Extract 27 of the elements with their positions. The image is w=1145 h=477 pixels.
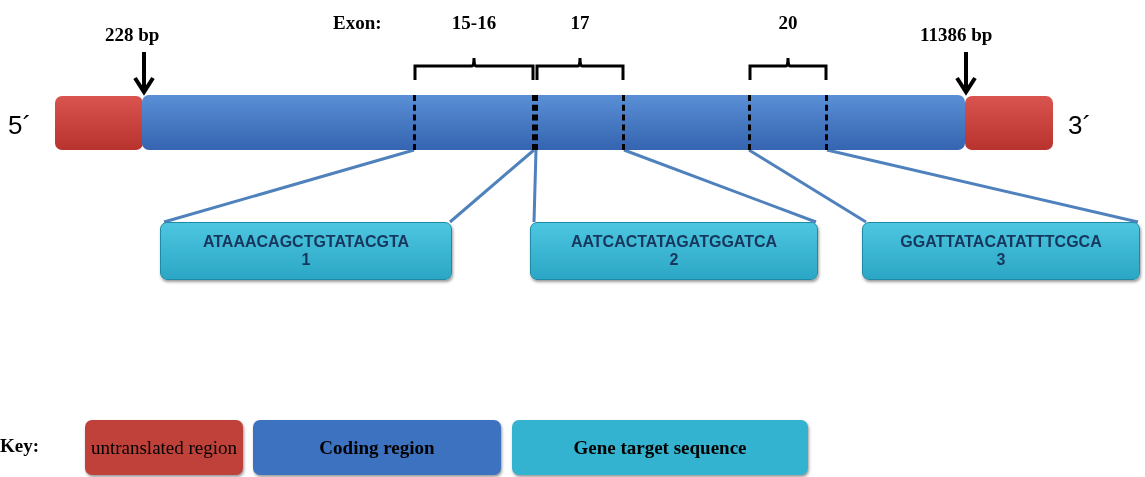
exon-number: 15-16: [450, 12, 498, 34]
exon-label: Exon:: [333, 12, 382, 34]
end-label: 3´: [1068, 110, 1092, 141]
exon-segment: [748, 95, 828, 150]
position-label: 11386 bp: [920, 24, 993, 46]
exon-number: 20: [777, 12, 799, 34]
leader-line: [826, 148, 1139, 224]
legend-text: untranslated region: [90, 435, 238, 460]
target-sequence-box: GGATTATACATATTTCGCA 3: [862, 222, 1140, 280]
exon-number: 17: [569, 12, 591, 34]
position-label: 228 bp: [105, 24, 160, 46]
untranslated-region-box: [55, 96, 143, 150]
untranslated-region-box: [965, 96, 1053, 150]
leader-line: [623, 148, 817, 224]
target-sequence-box: ATAAACAGCTGTATACGTA 1: [160, 222, 452, 280]
target-sequence-box: AATCACTATAGATGGATCA 2: [530, 222, 818, 280]
leader-line: [748, 148, 867, 224]
legend-text: Gene target sequence: [573, 435, 747, 460]
coding-region-bar: [142, 95, 965, 150]
legend-text: Coding region: [319, 435, 435, 460]
exon-segment: [535, 95, 625, 150]
leader-line: [163, 148, 415, 224]
leader-line: [449, 148, 535, 224]
key-label: Key:: [0, 435, 40, 457]
leader-line: [532, 149, 538, 223]
end-label: 5´: [8, 110, 32, 141]
exon-segment: [413, 95, 535, 150]
